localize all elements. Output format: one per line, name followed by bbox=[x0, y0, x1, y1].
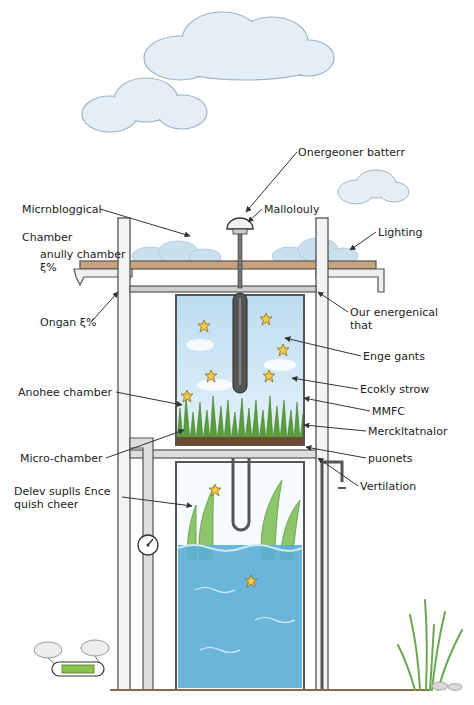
wave bbox=[200, 648, 240, 653]
cloud bbox=[144, 12, 334, 80]
leader-line bbox=[318, 458, 358, 486]
cloud bbox=[83, 79, 206, 131]
callout-label: Vertilation bbox=[360, 480, 416, 493]
leader-line bbox=[100, 209, 190, 236]
grass-blade bbox=[398, 645, 415, 690]
leader-line bbox=[292, 378, 358, 389]
cloud-fill bbox=[380, 183, 408, 201]
lower-chamber bbox=[176, 462, 304, 690]
frame-bar bbox=[130, 286, 316, 292]
u-pipe bbox=[233, 458, 249, 530]
leader-line bbox=[350, 232, 376, 250]
star bbox=[260, 313, 272, 325]
upper-chamber bbox=[176, 295, 304, 445]
device-stem bbox=[238, 228, 242, 288]
callout-label: Micro-chamber bbox=[20, 452, 103, 465]
callout-label: Our energenical that bbox=[350, 306, 450, 332]
leader-line bbox=[248, 209, 262, 222]
gauge bbox=[138, 535, 158, 555]
tube-highlight bbox=[239, 298, 241, 385]
wave bbox=[195, 588, 235, 593]
leader-line bbox=[304, 398, 370, 411]
device-dome bbox=[227, 218, 253, 229]
cloud-fill bbox=[176, 53, 314, 79]
callout-label: Delev suplls Ɛnce quish cheer bbox=[14, 485, 126, 511]
vent-cap bbox=[338, 487, 346, 489]
callout-label: anully chamber ξ% bbox=[40, 248, 132, 274]
star bbox=[277, 344, 289, 356]
frame-bar bbox=[130, 450, 316, 458]
cloud bbox=[145, 13, 333, 79]
callout-label: Enge gants bbox=[363, 350, 425, 363]
callout-label: Merckltatnalor bbox=[368, 425, 447, 438]
callout-label: Chamber bbox=[22, 231, 72, 244]
leader-line bbox=[306, 447, 366, 458]
cloud-wisp bbox=[264, 359, 296, 371]
grass-blade bbox=[432, 612, 445, 690]
leader-line bbox=[106, 430, 184, 458]
soil bbox=[177, 437, 303, 445]
star bbox=[181, 390, 193, 402]
grass-blade bbox=[438, 630, 462, 690]
star bbox=[209, 484, 221, 496]
rock bbox=[448, 684, 462, 691]
callout-label: puonets bbox=[368, 452, 412, 465]
generator-body bbox=[52, 662, 104, 676]
water bbox=[178, 545, 302, 688]
star bbox=[205, 370, 217, 382]
generator-core bbox=[62, 665, 94, 673]
star bbox=[245, 575, 257, 587]
electrode-tube bbox=[233, 293, 247, 393]
leader-lines bbox=[92, 152, 376, 506]
callout-label: Ongan ξ% bbox=[40, 316, 96, 329]
leader-line bbox=[318, 292, 348, 312]
water-surface bbox=[178, 545, 302, 551]
generator-clouds bbox=[34, 640, 109, 658]
cloud bbox=[338, 170, 409, 204]
callout-label: Mallolouly bbox=[264, 203, 319, 216]
callout-label: Micrnbloggical bbox=[22, 203, 102, 216]
grass bbox=[177, 396, 303, 440]
leader-line bbox=[304, 425, 366, 431]
callout-label: Anohee chamber bbox=[18, 386, 112, 399]
water-waves bbox=[195, 588, 295, 653]
leader-line bbox=[116, 392, 182, 405]
cloud-puff bbox=[81, 640, 109, 656]
support-post bbox=[118, 218, 130, 690]
callout-label: Onergeoner batterr bbox=[298, 146, 405, 159]
cloud-fill bbox=[158, 96, 206, 128]
vent-pipe bbox=[322, 462, 342, 690]
callout-label: Ecokly strow bbox=[360, 383, 429, 396]
callout-label: MMFC bbox=[372, 405, 405, 418]
cloud-wisp bbox=[186, 339, 214, 351]
callout-label: Lighting bbox=[378, 226, 422, 239]
grass-blade bbox=[425, 600, 427, 690]
star bbox=[198, 320, 210, 332]
cloud bbox=[339, 171, 408, 203]
ground bbox=[110, 689, 430, 691]
wave bbox=[255, 618, 295, 623]
pipe bbox=[130, 438, 153, 690]
star bbox=[263, 370, 275, 382]
cloud-puff bbox=[34, 642, 62, 658]
grass-blade bbox=[430, 625, 434, 690]
cloud bbox=[82, 78, 207, 132]
device-base bbox=[233, 229, 247, 234]
rock bbox=[432, 682, 448, 690]
connector-wire bbox=[48, 658, 55, 664]
leader-line bbox=[122, 497, 192, 506]
gauge-pivot bbox=[147, 544, 150, 547]
grass-tuft bbox=[398, 600, 462, 690]
rocks bbox=[432, 682, 462, 691]
leader-line bbox=[285, 338, 361, 356]
